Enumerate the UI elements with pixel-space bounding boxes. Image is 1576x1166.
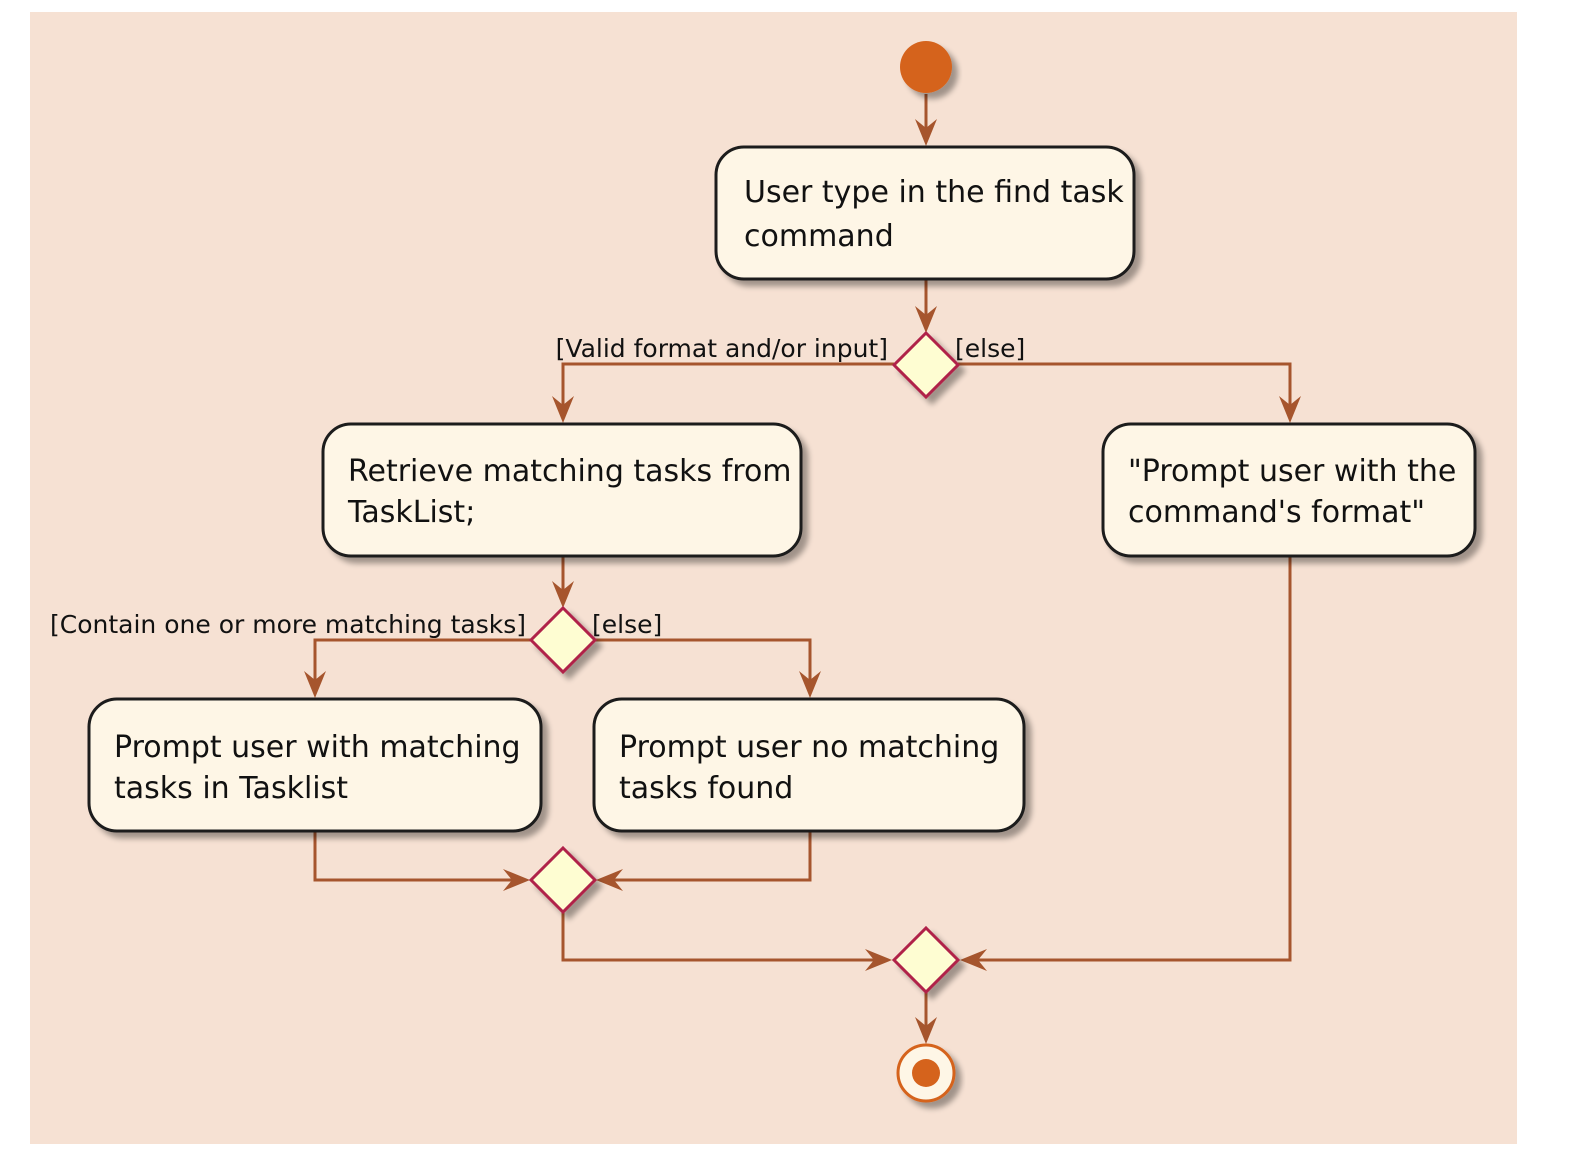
merge-node-inner <box>528 845 598 915</box>
action-prompt-format-line1: "Prompt user with the <box>1128 454 1456 489</box>
action-retrieve-line2: TaskList; <box>347 495 475 530</box>
arrowhead-down <box>915 1017 937 1044</box>
guard-else-matching: [else] <box>592 610 662 639</box>
edge-decision-1-valid <box>561 362 894 415</box>
arrowhead-down <box>552 396 574 423</box>
arrowhead-down <box>552 581 574 608</box>
action-prompt-matching: Prompt user with matching tasks in Taskl… <box>87 697 543 833</box>
arrowhead-right <box>503 869 530 891</box>
action-prompt-no-match: Prompt user no matching tasks found <box>592 697 1026 833</box>
decision-node-matching <box>528 605 598 675</box>
edge-decision-2-contain <box>313 638 531 690</box>
arrowhead-left <box>960 949 987 971</box>
action-prompt-matching-line2: tasks in Tasklist <box>114 771 348 806</box>
action-user-type-line1: User type in the find task <box>744 175 1124 210</box>
action-user-type-line2: command <box>744 219 894 254</box>
edge-prompt-format-to-merge-2 <box>968 556 1292 962</box>
edge-decision-1-else <box>958 362 1292 415</box>
edge-prompt-matching-to-merge-1 <box>313 832 522 882</box>
action-retrieve-line1: Retrieve matching tasks from <box>348 454 792 489</box>
end-node <box>896 1043 956 1103</box>
action-prompt-format: "Prompt user with the command's format" <box>1101 422 1477 558</box>
arrowhead-left <box>596 869 623 891</box>
action-retrieve: Retrieve matching tasks from TaskList; <box>321 422 803 558</box>
action-prompt-matching-line1: Prompt user with matching <box>114 730 521 765</box>
arrowhead-down <box>1279 396 1301 423</box>
guard-contain-matching: [Contain one or more matching tasks] <box>50 610 526 639</box>
edge-merge-1-to-merge-2 <box>561 912 884 962</box>
action-prompt-no-match-line2: tasks found <box>619 771 793 806</box>
start-node <box>900 41 952 93</box>
arrowhead-down <box>304 671 326 698</box>
guard-else-format: [else] <box>955 334 1025 363</box>
action-user-type: User type in the find task command <box>714 145 1136 281</box>
arrowhead-down <box>915 306 937 333</box>
edges <box>313 94 1292 1036</box>
edge-prompt-no-match-to-merge-1 <box>604 832 812 882</box>
arrowhead-down <box>799 671 821 698</box>
guard-valid-format: [Valid format and/or input] <box>556 334 888 363</box>
action-prompt-no-match-line1: Prompt user no matching <box>619 730 999 765</box>
edge-decision-2-else <box>595 638 812 690</box>
arrowheads <box>304 119 1301 1044</box>
merge-node-outer <box>891 925 961 995</box>
arrowhead-down <box>915 119 937 146</box>
arrowhead-right <box>865 949 892 971</box>
decision-node-format <box>891 330 961 400</box>
action-prompt-format-line2: command's format" <box>1128 495 1425 530</box>
